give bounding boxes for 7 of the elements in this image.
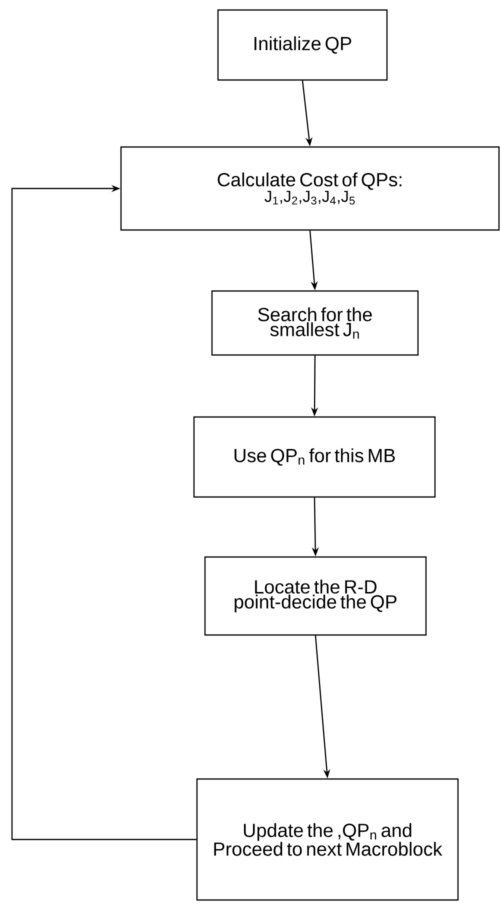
process-box: Calculate Cost of QPs: J$_{1}$,J$_{2}$,J$_{3}$,J$_{4}$,J$_{5}$	[120, 146, 500, 231]
process-box: Initialize QP	[217, 9, 388, 81]
process-box: Locate the R-D point-decide the QP	[204, 556, 427, 636]
process-box: Search for the smallest J$_{n}$	[211, 290, 419, 356]
process-box: Update the ,QP$_{n}$ and Proceed to next Macroblock	[196, 778, 459, 901]
process-box: Use QP$_{n}$ for this MB	[193, 416, 436, 498]
arrow	[11, 184, 196, 840]
